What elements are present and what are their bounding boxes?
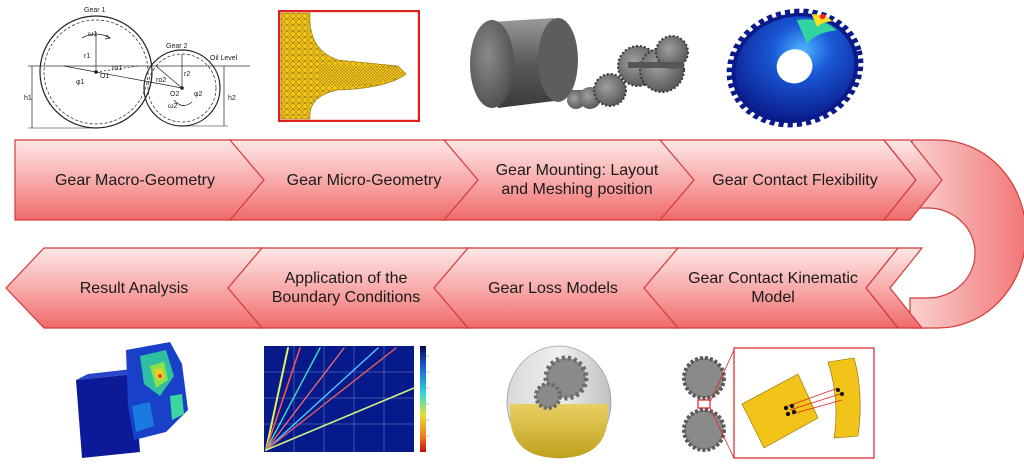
step-loss-models-label: Gear Loss Models [488, 279, 618, 297]
omega2-label: ω2 [168, 103, 177, 110]
u-turn-arrow [909, 139, 1024, 329]
chevron-result-analysis [5, 247, 264, 329]
o2-label: O2 [170, 91, 179, 98]
gearbox-stress-result-icon [76, 342, 188, 458]
gear1-label: Gear 1 [84, 7, 106, 14]
step-boundary-conditions-label: Application of the Boundary Conditions [271, 270, 421, 306]
chevron-small-1 [882, 139, 943, 221]
h2-label: h2 [228, 95, 236, 102]
omega1-label: ω1 [88, 31, 97, 38]
oil-level-label: Oil Level [210, 55, 238, 62]
campbell-spectrogram-icon [264, 346, 429, 452]
oil-churning-cfd-icon [506, 345, 612, 459]
o1-label: O1 [100, 73, 109, 80]
step-micro-geometry-label: Gear Micro-Geometry [286, 171, 442, 189]
step-result-analysis-label: Result Analysis [79, 279, 189, 297]
ro1-label: ro1 [112, 65, 122, 72]
step-contact-flexibility-label: Gear Contact Flexibility [712, 171, 878, 189]
phi1-label: φ1 [76, 79, 85, 86]
step-mounting-label: Gear Mounting: Layout and Meshing positi… [495, 162, 659, 198]
phi2-label: φ2 [194, 91, 203, 98]
h1-label: h1 [24, 95, 32, 102]
r2-label: r2 [184, 71, 190, 78]
gear-fe-stress-icon [726, 8, 864, 128]
tooth-mesh-icon [278, 10, 420, 122]
contact-line-detail-icon [682, 347, 875, 459]
r1-label: r1 [84, 53, 90, 60]
gear-geometry-schematic-icon: Gear 1 Gear 2 Oil Level ω1 ω2 r1 r2 ro1 … [24, 7, 250, 129]
gear2-label: Gear 2 [166, 43, 188, 50]
ro2-label: ro2 [156, 77, 166, 84]
step-macro-geometry-label: Gear Macro-Geometry [54, 171, 216, 189]
gearbox-layout-3d-icon [470, 18, 689, 109]
step-contact-kinematic-label: Gear Contact Kinematic Model [688, 270, 858, 306]
